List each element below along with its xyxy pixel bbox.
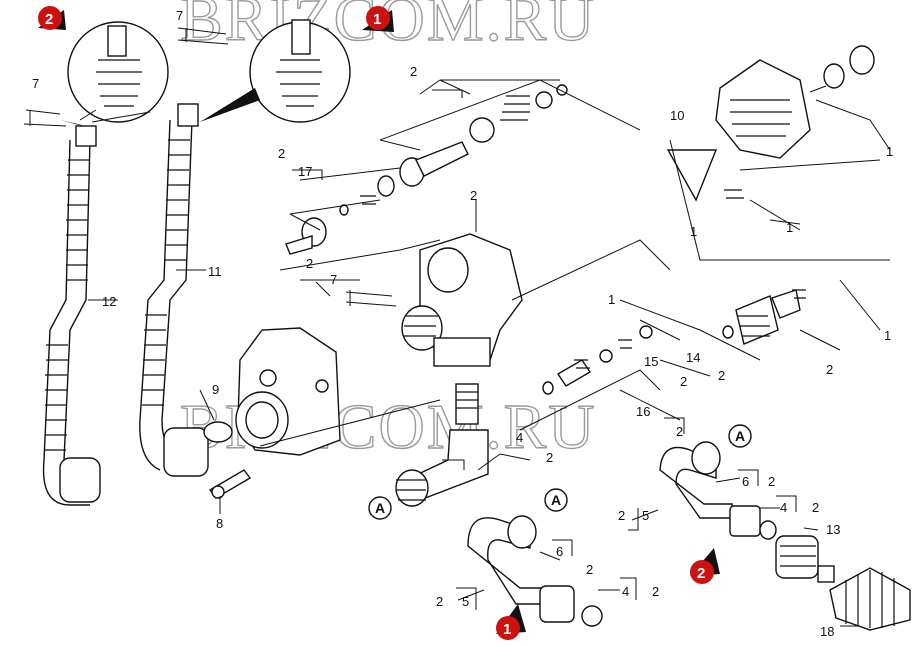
valve-stack-upper bbox=[285, 84, 568, 307]
callout-1-bottom: 1 bbox=[496, 604, 526, 640]
label-2-4-right: 2 bbox=[812, 500, 819, 515]
label-2-right: 2 bbox=[826, 362, 833, 377]
label-5-right: 5 bbox=[642, 508, 649, 523]
label-17: 17 bbox=[298, 164, 312, 179]
clip-7-top bbox=[177, 27, 229, 45]
label-2-5-bottom: 2 bbox=[436, 594, 443, 609]
label-7-clip: 7 bbox=[330, 272, 337, 287]
label-7-top: 7 bbox=[176, 8, 183, 23]
label-2-5-right: 2 bbox=[618, 508, 625, 523]
coupling-13 bbox=[775, 535, 835, 583]
detail-zoom-left bbox=[60, 21, 169, 130]
valve-housing bbox=[395, 233, 523, 507]
label-18: 18 bbox=[820, 624, 834, 639]
label-4-center: 4 bbox=[516, 430, 523, 445]
label-8: 8 bbox=[216, 516, 223, 531]
svg-text:1: 1 bbox=[503, 621, 511, 638]
label-2-14: 2 bbox=[718, 368, 725, 383]
label-7-left: 7 bbox=[32, 76, 39, 91]
hose-11 bbox=[139, 103, 209, 477]
marker-a-right: A bbox=[728, 424, 752, 448]
elbow-tube-bottom bbox=[467, 515, 603, 627]
callout-2-top-left: 2 bbox=[38, 6, 66, 30]
label-14: 14 bbox=[686, 350, 700, 365]
label-2-center-4: 2 bbox=[546, 450, 553, 465]
pump-body bbox=[203, 327, 341, 499]
callout-2-right: 2 bbox=[690, 548, 720, 584]
label-4-right: 4 bbox=[780, 500, 787, 515]
marker-a-left: A bbox=[368, 496, 392, 520]
label-11: 11 bbox=[208, 264, 222, 279]
callout-1-top: 1 bbox=[362, 6, 394, 32]
label-16: 16 bbox=[636, 404, 650, 419]
svg-text:A: A bbox=[551, 492, 561, 508]
label-6-right: 6 bbox=[742, 474, 749, 489]
fitting-right-middle bbox=[722, 289, 806, 345]
label-2-4-bottom: 2 bbox=[652, 584, 659, 599]
svg-text:1: 1 bbox=[373, 11, 381, 28]
label-2-6-bottom: 2 bbox=[586, 562, 593, 577]
svg-text:A: A bbox=[735, 428, 745, 444]
label-10: 10 bbox=[670, 108, 684, 123]
label-2-upper-left: 2 bbox=[278, 146, 285, 161]
label-1-right: 1 bbox=[884, 328, 891, 343]
label-2-housing: 2 bbox=[470, 188, 477, 203]
marker-a-bottom: A bbox=[544, 488, 568, 512]
label-4-bottom: 4 bbox=[622, 584, 629, 599]
clip-7-left bbox=[23, 109, 67, 127]
detail-zoom-right bbox=[200, 19, 351, 123]
label-2-6-right: 2 bbox=[768, 474, 775, 489]
svg-text:2: 2 bbox=[697, 565, 705, 582]
leader-lines bbox=[88, 79, 891, 627]
elbow-tube-right bbox=[659, 441, 777, 540]
label-13: 13 bbox=[826, 522, 840, 537]
hose-12 bbox=[42, 125, 101, 506]
label-9: 9 bbox=[212, 382, 219, 397]
label-1-center: 1 bbox=[608, 292, 615, 307]
label-2-15: 2 bbox=[680, 374, 687, 389]
svg-text:A: A bbox=[375, 500, 385, 516]
label-1-under-10: 1 bbox=[690, 224, 697, 239]
label-12: 12 bbox=[102, 294, 116, 309]
label-brackets bbox=[292, 89, 797, 610]
label-2-top: 2 bbox=[410, 64, 417, 79]
label-6-bottom: 6 bbox=[556, 544, 563, 559]
label-15: 15 bbox=[644, 354, 658, 369]
label-5-bottom: 5 bbox=[462, 594, 469, 609]
label-1-spring: 1 bbox=[786, 220, 793, 235]
label-2-16: 2 bbox=[676, 424, 683, 439]
label-1-head: 1 bbox=[886, 144, 893, 159]
coupling-18 bbox=[829, 567, 911, 631]
pump-head-top-right bbox=[666, 45, 875, 202]
svg-text:2: 2 bbox=[45, 11, 53, 28]
label-2-clip: 2 bbox=[306, 256, 313, 271]
valve-set-center-right bbox=[542, 325, 653, 395]
